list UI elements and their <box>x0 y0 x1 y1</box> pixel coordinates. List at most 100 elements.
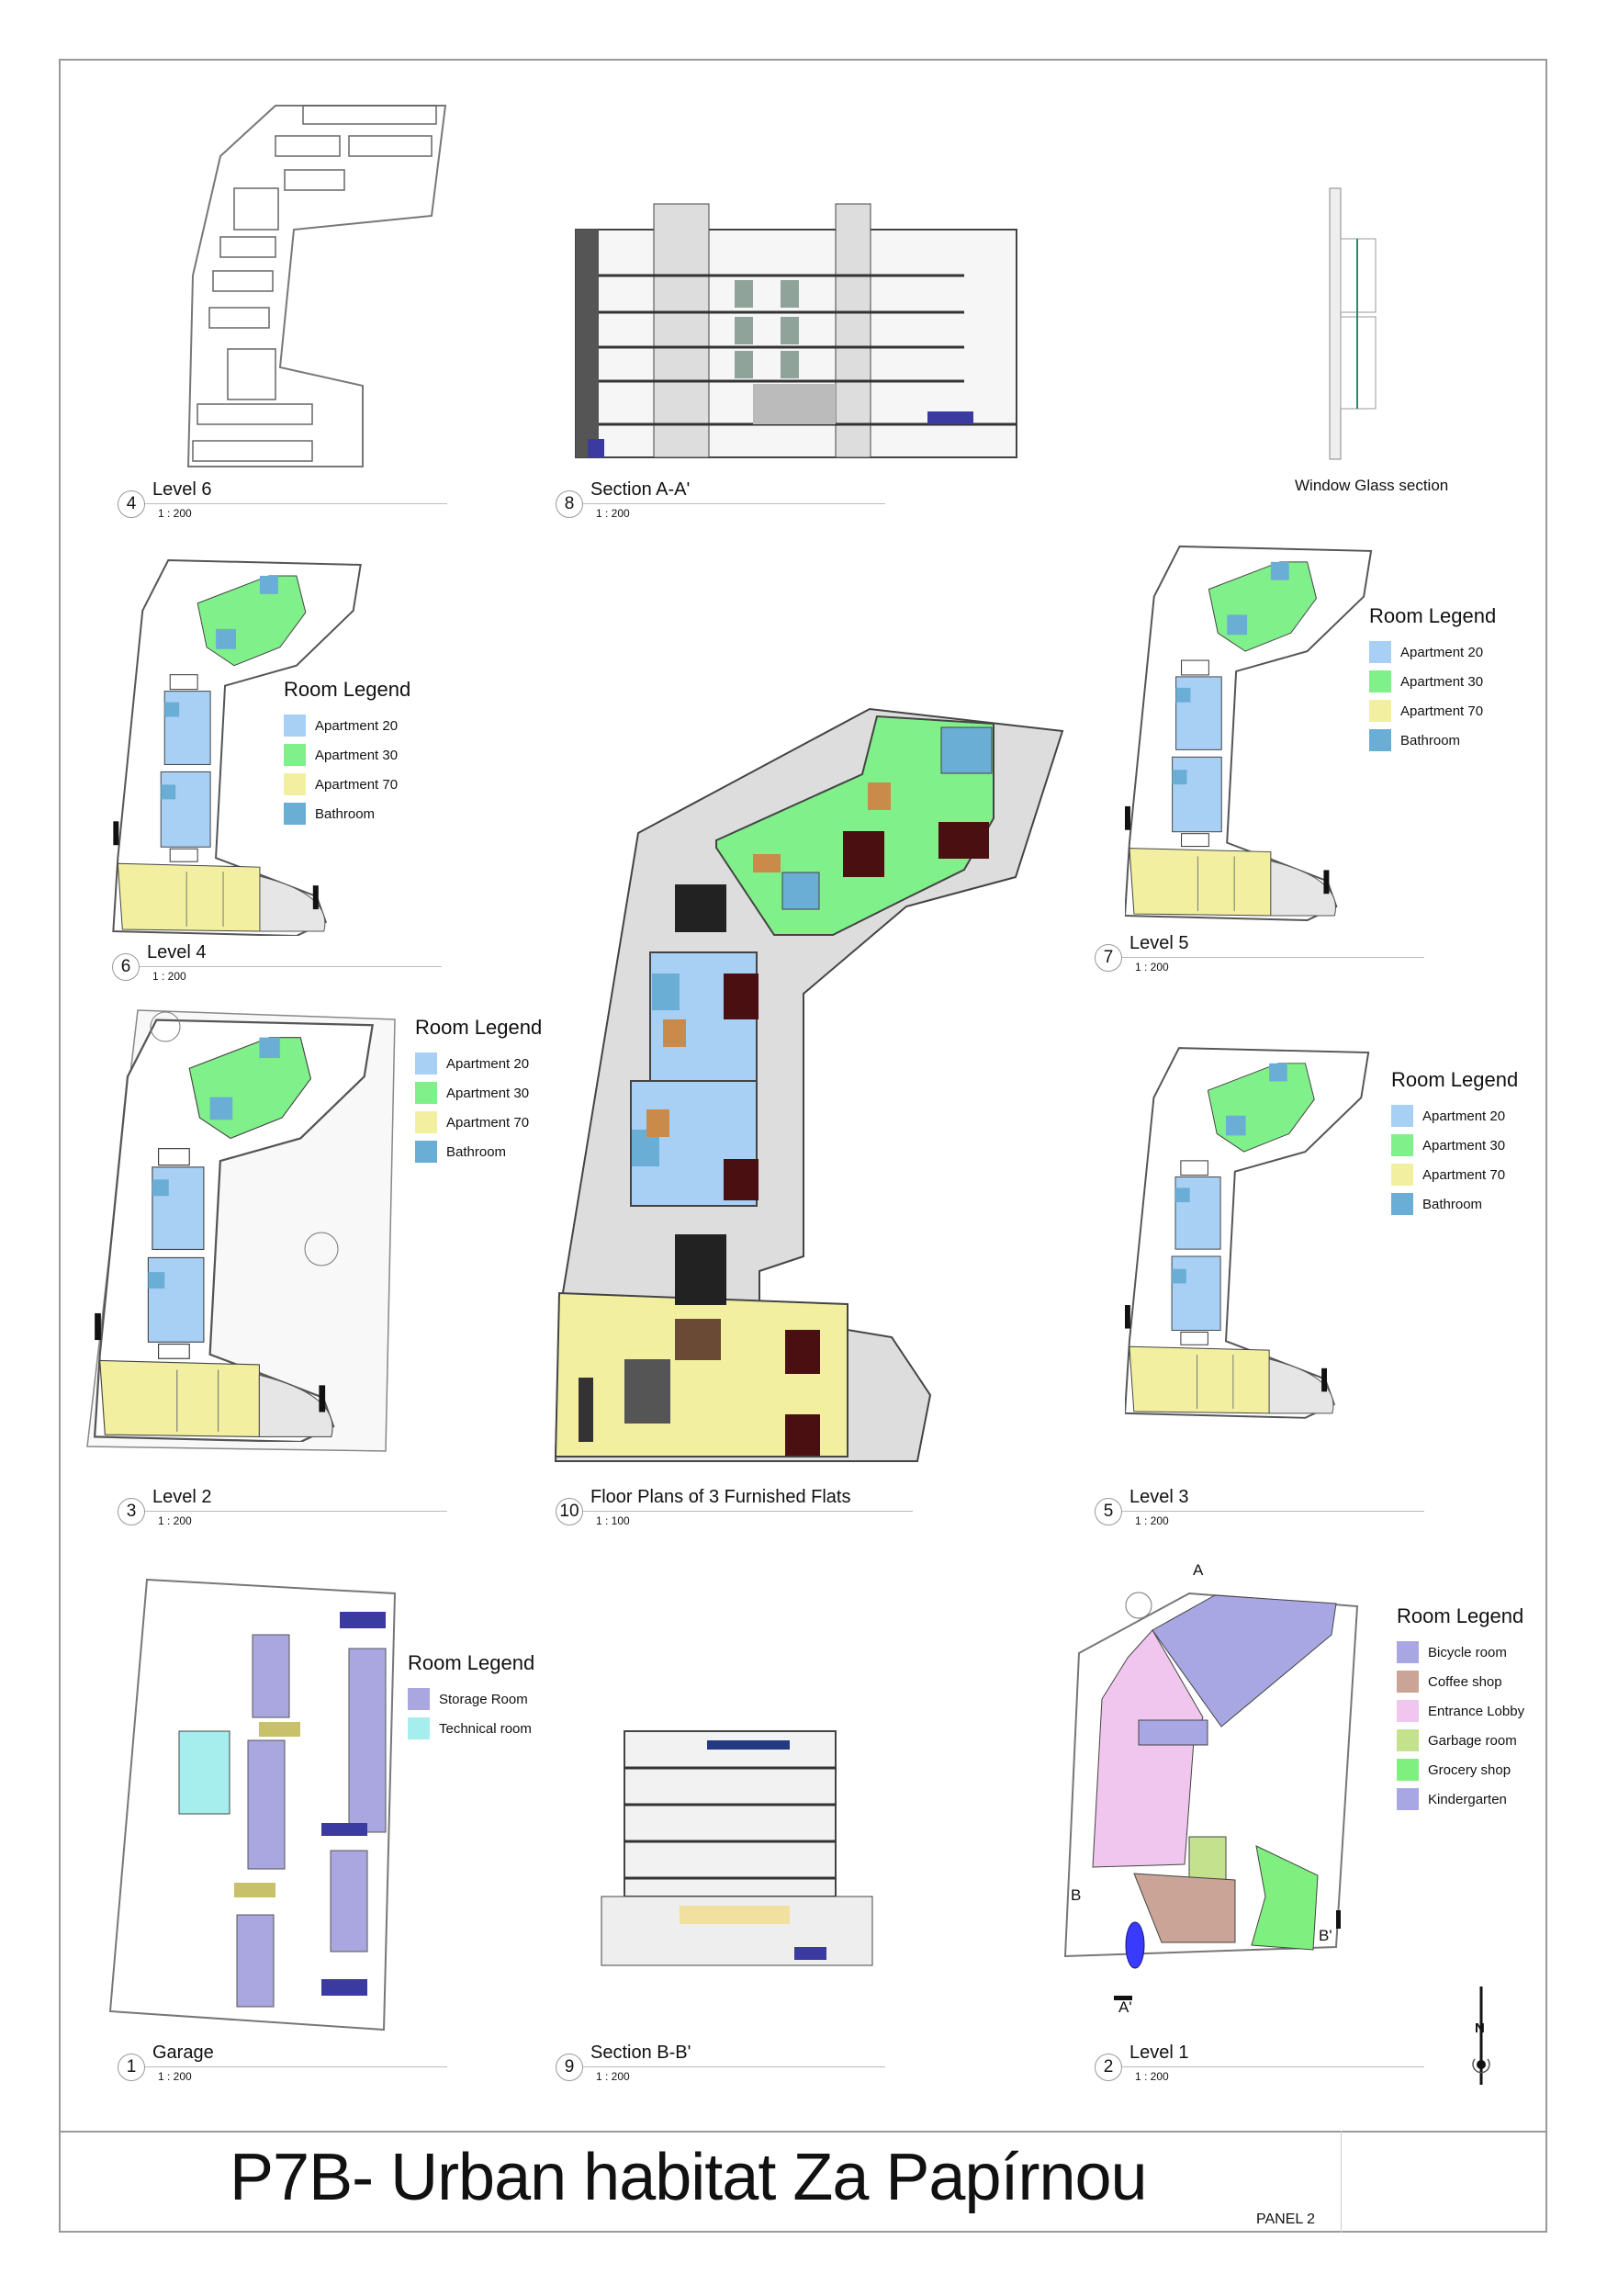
legend-label: Entrance Lobby <box>1428 1703 1525 1719</box>
view-label-v4: 4 Level 6 1 : 200 <box>118 479 448 531</box>
view-scale: 1 : 200 <box>158 507 192 520</box>
view-title: Floor Plans of 3 Furnished Flats <box>590 1487 851 1507</box>
legend-item: Bathroom <box>284 799 410 828</box>
legend-swatch <box>1391 1164 1413 1186</box>
window-glass-section-drawing <box>1329 187 1377 460</box>
legend-swatch <box>284 744 306 766</box>
view-title-line <box>144 2066 447 2067</box>
view-title-line <box>582 1511 913 1512</box>
view-scale: 1 : 200 <box>596 2070 630 2083</box>
legend-label: Grocery shop <box>1428 1761 1511 1778</box>
legend-swatch <box>415 1082 437 1104</box>
view-title: Level 3 <box>1129 1487 1189 1507</box>
legend-label: Bathroom <box>1400 732 1461 748</box>
view-label-v6: 6 Level 4 1 : 200 <box>112 942 443 994</box>
view-title-line <box>144 1511 447 1512</box>
legend-title: Room Legend <box>284 678 411 701</box>
view-number: 6 <box>112 953 140 981</box>
window-glass-section-label: Window Glass section <box>1295 477 1449 494</box>
view-number: 5 <box>1095 1498 1122 1525</box>
legend-swatch <box>408 1688 430 1710</box>
view-number: 3 <box>118 1498 145 1525</box>
view-title: Level 1 <box>1129 2043 1189 2063</box>
view-label-v7: 7 Level 5 1 : 200 <box>1095 933 1425 985</box>
legend-item: Apartment 70 <box>284 770 410 799</box>
legend-item: Apartment 70 <box>415 1108 542 1137</box>
legend-label: Apartment 70 <box>315 776 399 793</box>
view-title: Level 2 <box>152 1487 212 1507</box>
view-scale: 1 : 200 <box>596 507 630 520</box>
legend-label: Apartment 20 <box>446 1055 530 1072</box>
view-scale: 1 : 200 <box>1135 2070 1169 2083</box>
legend-label: Technical room <box>439 1720 532 1737</box>
view-title-line <box>582 503 885 504</box>
legend-item: Apartment 70 <box>1369 696 1496 726</box>
furnished-flats-plan <box>554 707 1064 1462</box>
level-1-plan <box>1063 1592 1359 2000</box>
level-6-plan <box>186 105 447 467</box>
legend-label: Apartment 20 <box>1422 1108 1506 1124</box>
legend-item: Storage Room <box>408 1684 534 1714</box>
legend-swatch <box>1369 641 1391 663</box>
section-b-b-drawing <box>601 1730 873 1966</box>
legend-swatch <box>1391 1134 1413 1156</box>
legend-item: Apartment 30 <box>284 740 410 770</box>
legend-item: Apartment 20 <box>284 711 410 740</box>
section-marker-b-prime: B' <box>1319 1927 1332 1944</box>
legend-title: Room Legend <box>1391 1068 1519 1091</box>
legend-swatch <box>415 1052 437 1075</box>
legend-item: Kindergarten <box>1397 1784 1524 1814</box>
view-number: 9 <box>556 2054 583 2081</box>
legend-label: Apartment 30 <box>315 747 399 763</box>
legend-swatch <box>1369 700 1391 722</box>
legend-item: Coffee shop <box>1397 1667 1524 1696</box>
legend-item: Apartment 30 <box>1369 667 1496 696</box>
legend-item: Bathroom <box>1369 726 1496 755</box>
view-title: Section A-A' <box>590 479 691 500</box>
sheet-title: P7B- Urban habitat Za Papírnou <box>230 2141 1148 2214</box>
legend-swatch <box>1369 670 1391 692</box>
view-scale: 1 : 200 <box>1135 1514 1169 1527</box>
view-scale: 1 : 200 <box>158 1514 192 1527</box>
legend-item: Bathroom <box>1391 1189 1518 1219</box>
view-title: Level 6 <box>152 479 212 500</box>
legend-item: Apartment 70 <box>1391 1160 1518 1189</box>
view-title: Garage <box>152 2043 214 2063</box>
legend-swatch <box>408 1717 430 1739</box>
view-label-v3: 3 Level 2 1 : 200 <box>118 1487 448 1538</box>
sheet-frame <box>59 59 1547 2233</box>
legend-swatch <box>415 1141 437 1163</box>
legend-item: Garbage room <box>1397 1726 1524 1755</box>
legend-item: Apartment 30 <box>415 1078 542 1108</box>
legend-item: Entrance Lobby <box>1397 1696 1524 1726</box>
legend-item: Bathroom <box>415 1137 542 1166</box>
legend-swatch <box>284 803 306 825</box>
legend-item: Apartment 20 <box>1369 637 1496 667</box>
view-title-line <box>139 966 442 967</box>
view-number: 2 <box>1095 2054 1122 2081</box>
legend-swatch <box>1397 1788 1419 1810</box>
section-marker-a: A <box>1193 1561 1204 1579</box>
legend-title: Room Legend <box>415 1016 543 1039</box>
section-a-a-drawing <box>575 203 1017 458</box>
legend-item: Apartment 30 <box>1391 1131 1518 1160</box>
legend-swatch <box>1369 729 1391 751</box>
title-block-divider <box>1341 2131 1342 2233</box>
legend-label: Apartment 20 <box>315 717 399 734</box>
view-title-line <box>582 2066 885 2067</box>
legend-label: Storage Room <box>439 1691 528 1707</box>
legend-swatch <box>1397 1700 1419 1722</box>
view-title: Level 5 <box>1129 933 1189 953</box>
view-label-v1: 1 Garage 1 : 200 <box>118 2043 448 2094</box>
north-arrow-icon <box>1472 1986 1490 2085</box>
legend-label: Coffee shop <box>1428 1673 1502 1690</box>
legend-swatch <box>1397 1759 1419 1781</box>
legend-label: Bathroom <box>315 805 376 822</box>
view-label-v8: 8 Section A-A' 1 : 200 <box>556 479 886 531</box>
view-label-v2: 2 Level 1 1 : 200 <box>1095 2043 1425 2094</box>
